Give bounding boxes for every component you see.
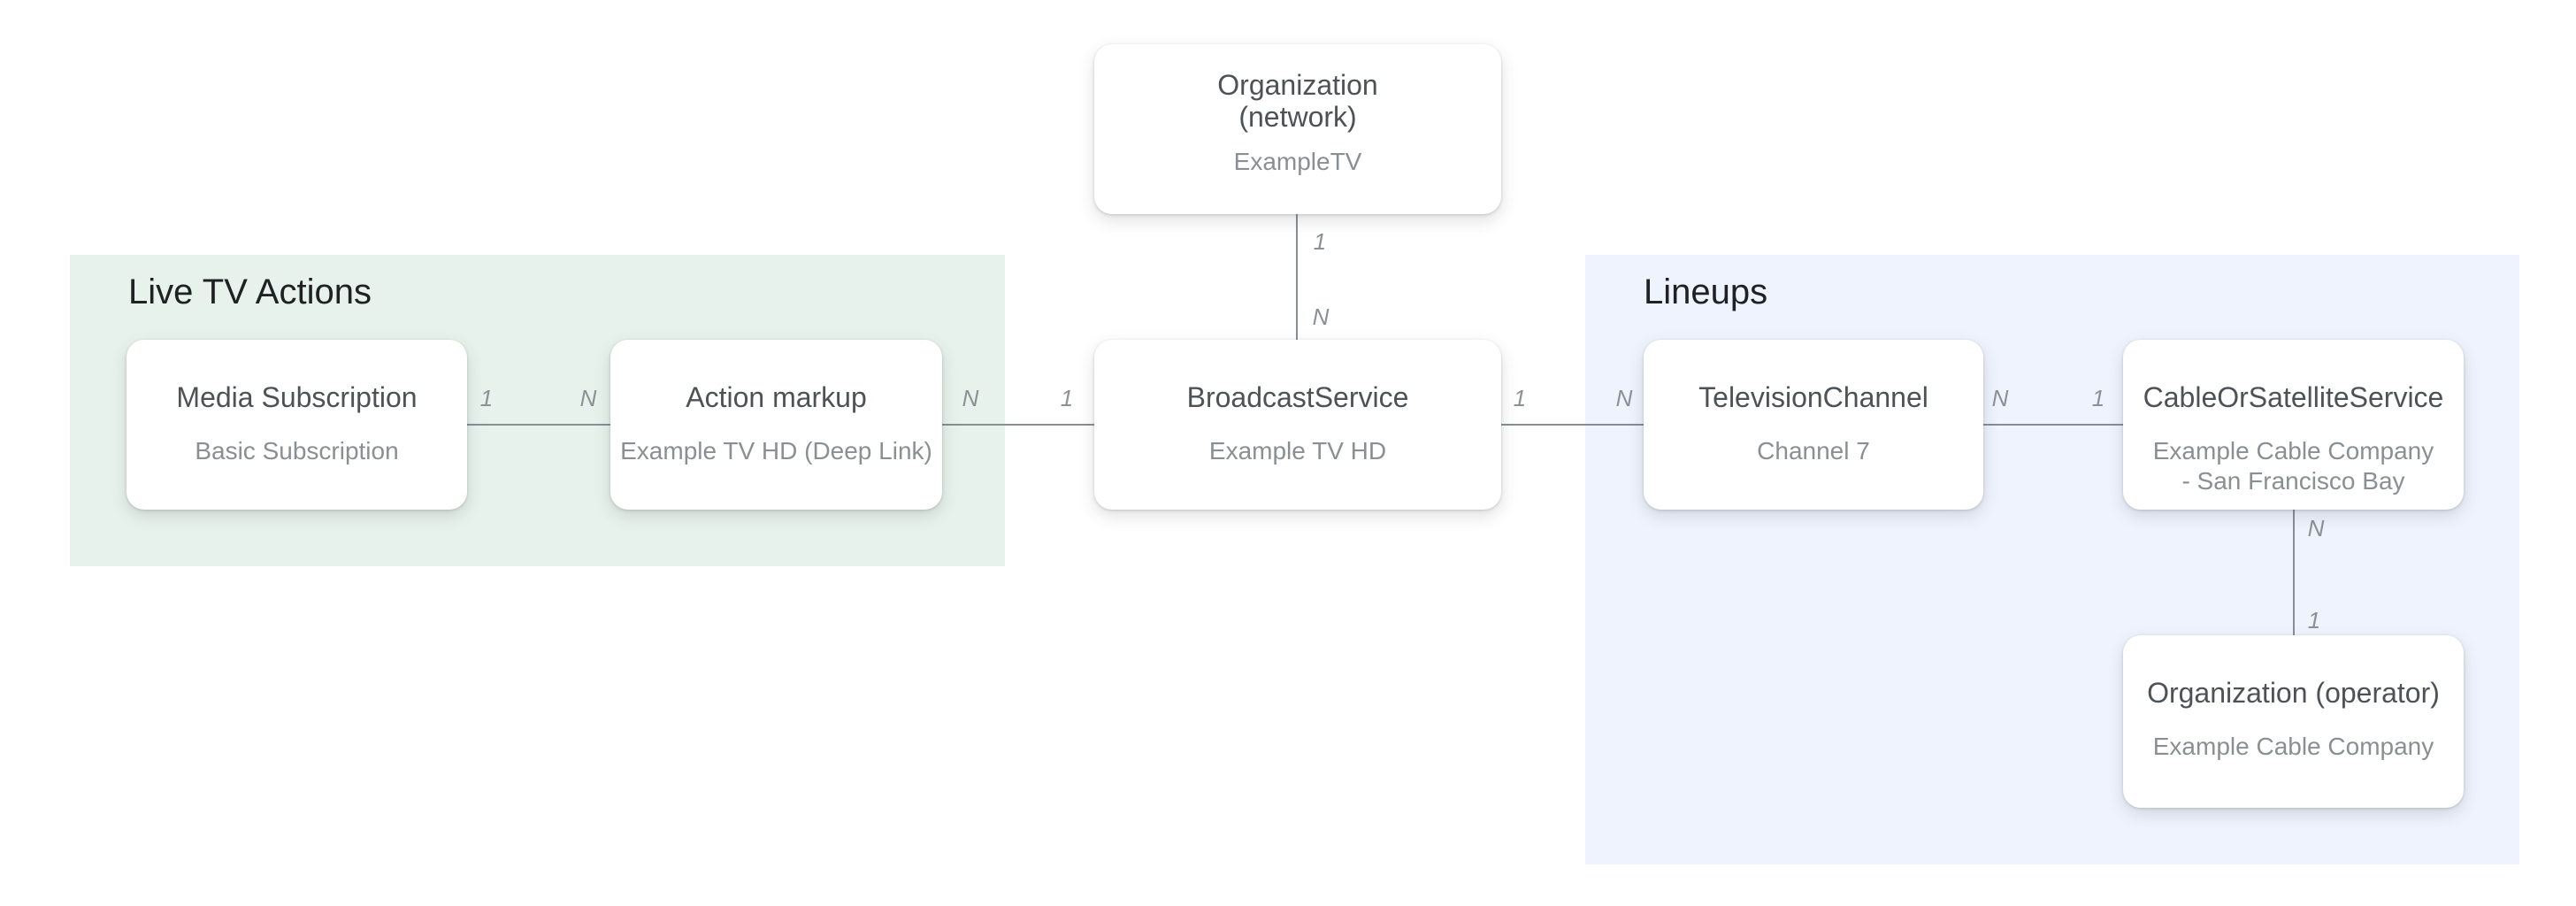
node-title-line: Organization xyxy=(1217,69,1378,101)
node-subtitle: Basic Subscription xyxy=(195,437,399,465)
edge-broadcastservice-to-televisionchannel xyxy=(1501,424,1644,426)
node-title: Action markup xyxy=(686,381,867,413)
cardinality-label: N xyxy=(579,385,597,411)
cardinality-label: N xyxy=(1615,385,1633,411)
group-title-live-tv-actions: Live TV Actions xyxy=(128,273,372,311)
cardinality-label: 1 xyxy=(2091,385,2105,411)
node-cable-or-satellite-service: CableOrSatelliteService Example Cable Co… xyxy=(2123,340,2464,510)
node-action-markup: Action markup Example TV HD (Deep Link) xyxy=(610,340,942,510)
node-title-line: (network) xyxy=(1238,101,1357,133)
node-title: TelevisionChannel xyxy=(1698,381,1928,413)
cardinality-label: N xyxy=(1312,303,1330,330)
node-organization-operator: Organization (operator) Example Cable Co… xyxy=(2123,635,2464,808)
cardinality-label: 1 xyxy=(479,385,494,411)
node-subtitle: ExampleTV xyxy=(1233,148,1362,175)
node-television-channel: TelevisionChannel Channel 7 xyxy=(1644,340,1983,510)
node-subtitle: Example Cable Company - San Francisco Ba… xyxy=(2152,437,2434,495)
edge-mediasubscription-to-actionmarkup xyxy=(467,424,610,426)
node-title: BroadcastService xyxy=(1186,381,1409,413)
cardinality-label: N xyxy=(962,385,979,411)
edge-televisionchannel-to-cableorsatelliteservice xyxy=(1983,424,2123,426)
node-subtitle: Example TV HD xyxy=(1208,437,1387,465)
cardinality-label: 1 xyxy=(1513,385,1527,411)
group-title-lineups: Lineups xyxy=(1644,273,1768,311)
cardinality-label: 1 xyxy=(2307,607,2321,633)
node-broadcast-service: BroadcastService Example TV HD xyxy=(1094,340,1501,510)
cardinality-label: 1 xyxy=(1060,385,1074,411)
node-media-subscription: Media Subscription Basic Subscription xyxy=(126,340,467,510)
cardinality-label: 1 xyxy=(1313,228,1327,255)
node-title: Organization (network) xyxy=(1217,69,1377,133)
node-title: CableOrSatelliteService xyxy=(2143,381,2444,413)
edge-network-to-broadcastservice xyxy=(1296,214,1298,340)
node-organization-network: Organization (network) ExampleTV xyxy=(1094,44,1501,214)
node-subtitle: Channel 7 xyxy=(1757,437,1870,465)
node-title: Media Subscription xyxy=(176,381,418,413)
cardinality-label: N xyxy=(1991,385,2009,411)
cardinality-label: N xyxy=(2307,515,2325,541)
node-title: Organization (operator) xyxy=(2147,677,2440,709)
edge-actionmarkup-to-broadcastservice xyxy=(942,424,1094,426)
node-subtitle: Example TV HD (Deep Link) xyxy=(620,437,932,465)
node-subtitle: Example Cable Company xyxy=(2152,733,2434,760)
edge-cableorsatelliteservice-to-operator xyxy=(2293,510,2295,635)
